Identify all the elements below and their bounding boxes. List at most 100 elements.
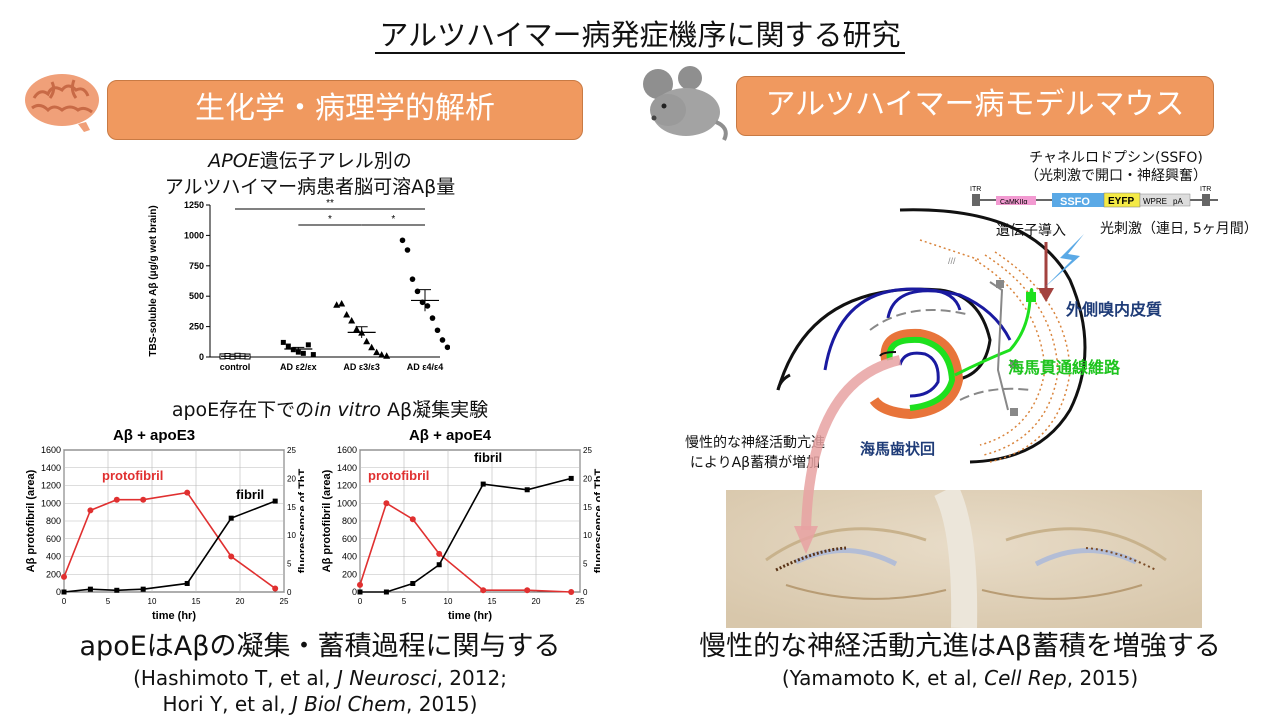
fibril-point (436, 562, 442, 568)
right-tick-label: 5 (583, 560, 588, 569)
left-ref-2: Hori Y, et al, J Biol Chem, 2015) (162, 692, 478, 716)
left-tick-label: 1000 (337, 498, 357, 508)
fibril-line (63, 500, 276, 593)
data-point (378, 351, 386, 358)
x-tick-label: 20 (532, 597, 541, 606)
left-tick-label: 600 (46, 534, 61, 544)
fibril-point (568, 475, 574, 481)
data-point (280, 339, 286, 345)
y-axis-label: TBS-soluble Aβ (μg/g wet brain) (148, 205, 159, 356)
data-point (295, 349, 301, 355)
left-tick-label: 200 (46, 569, 61, 579)
y-tick-label: 500 (189, 291, 204, 301)
left-tick-label: 1200 (337, 481, 357, 491)
left-conclusion: apoEはAβの凝集・蓄積過程に関与する (79, 631, 561, 662)
fibril-point (184, 580, 190, 586)
data-point (353, 325, 361, 333)
data-point (300, 350, 306, 356)
svg-text:///: /// (948, 256, 956, 266)
significance-label: ** (326, 198, 334, 209)
protofibril-point (61, 573, 67, 580)
brain-icon (25, 74, 99, 132)
right-tick-label: 0 (583, 588, 588, 597)
data-point (383, 352, 391, 359)
data-point (285, 343, 291, 349)
y-tick-label: 1000 (184, 230, 204, 240)
page-title: アルツハイマー病発症機序に関する研究 (0, 12, 1280, 54)
left-tick-label: 400 (46, 552, 61, 562)
x-tick-label: AD ε3/ε3 (343, 362, 380, 372)
left-tick-label: 400 (342, 552, 357, 562)
x-tick-label: 5 (402, 597, 407, 606)
protofibril-point (184, 489, 191, 496)
data-point (333, 301, 341, 308)
x-tick-label: AD ε2/εx (280, 362, 317, 372)
fibril-point (228, 515, 234, 521)
svg-text:ITR: ITR (1200, 186, 1211, 193)
data-point (363, 337, 371, 345)
data-point (368, 343, 376, 351)
left-tick-label: 600 (342, 534, 357, 544)
fibril-point (383, 589, 389, 595)
note-line1: 慢性的な神経活動亢進 (685, 435, 825, 451)
chart-title: Aβ + apoE3 (113, 427, 195, 444)
x-tick-label: 0 (358, 597, 363, 606)
svg-text:pA: pA (1173, 197, 1183, 206)
left-tick-label: 0 (56, 587, 61, 597)
right-conclusion: 慢性的な神経活動亢進はAβ蓄積を増強する (699, 631, 1221, 662)
x-tick-label: AD ε4/ε4 (407, 362, 444, 372)
svg-text:EYFP: EYFP (1108, 196, 1134, 207)
entorhinal-cortex-label: 外側嗅内皮質 (1066, 300, 1163, 319)
data-point (338, 299, 346, 307)
fibril-label: fibril (236, 487, 264, 502)
fibril-point (140, 586, 146, 592)
data-point (439, 337, 446, 343)
right-tick-label: 15 (583, 503, 592, 512)
left-tick-label: 1600 (337, 445, 357, 455)
y-tick-label: 0 (199, 352, 204, 362)
data-point (429, 315, 436, 321)
x-tick-label: 10 (444, 597, 453, 606)
chart-title: Aβ + apoE4 (409, 427, 492, 444)
fibril-point (272, 498, 278, 504)
x-tick-label: 25 (280, 597, 289, 606)
right-tick-label: 20 (287, 474, 296, 483)
x-tick-label: 10 (148, 597, 157, 606)
x-tick-label: 25 (576, 597, 585, 606)
study2-title: apoE存在下でのin vitro Aβ凝集実験 (171, 399, 489, 421)
x-tick-label: 5 (106, 597, 111, 606)
x-axis-label: time (hr) (152, 610, 196, 622)
data-point (343, 310, 351, 318)
fibril-point (61, 589, 67, 595)
data-point (424, 303, 431, 309)
fibril-point (87, 586, 93, 592)
left-tick-label: 200 (342, 569, 357, 579)
left-section-header: 生化学・病理学的解析 (107, 80, 583, 140)
right-section-header: アルツハイマー病モデルマウス (736, 76, 1214, 136)
pink-curved-arrow (794, 355, 902, 554)
x-tick-label: control (220, 362, 251, 372)
protofibril-point (113, 496, 120, 503)
protofibril-label: protofibril (102, 468, 163, 483)
svg-text:SSFO: SSFO (1060, 196, 1090, 208)
protofibril-point (357, 581, 363, 588)
data-point (414, 288, 421, 295)
data-point (310, 352, 316, 358)
svg-text:CaMKIIα: CaMKIIα (1000, 199, 1027, 206)
significance-label: * (391, 214, 395, 225)
viral-construct-diagram: ITR CaMKIIα SSFO EYFP WPRE pA ITR (970, 186, 1218, 208)
protofibril-point (87, 507, 94, 514)
significance-label: * (328, 214, 332, 225)
left-tick-label: 800 (342, 516, 357, 526)
data-point (404, 247, 411, 253)
data-point (305, 342, 311, 348)
data-point (434, 327, 441, 334)
channelrhodopsin-label: チャネルロドプシン(SSFO) (1029, 150, 1203, 166)
right-tick-label: 10 (287, 531, 296, 540)
gene-transfer-label: 遺伝子導入 (996, 223, 1066, 239)
fibril-point (524, 487, 530, 493)
data-point (348, 317, 356, 324)
right-tick-label: 25 (583, 446, 592, 455)
data-point (290, 347, 296, 353)
